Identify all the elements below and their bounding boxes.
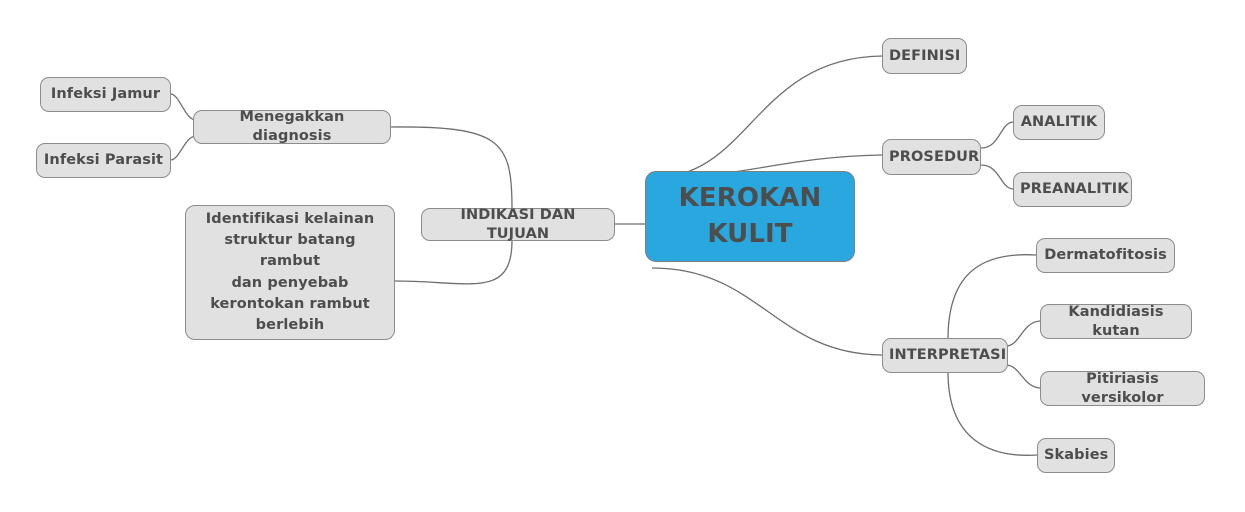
edge-interpretasi-kandidiasis	[1005, 320, 1041, 347]
node-identifikasi-kelainan-label: Identifikasi kelainan struktur batang ra…	[192, 209, 388, 335]
node-dermatofitosis[interactable]: Dermatofitosis	[1036, 238, 1175, 273]
edge-prosedur-preanalitik	[980, 164, 1014, 190]
node-prosedur-label: PROSEDUR	[889, 148, 980, 165]
node-skabies[interactable]: Skabies	[1037, 438, 1115, 473]
node-menegakkan-diagnosis[interactable]: Menegakkan diagnosis	[193, 109, 391, 144]
edge-center-definisi	[651, 55, 883, 179]
node-identifikasi-line-2: struktur batang rambut	[224, 232, 356, 270]
edge-interpretasi-pitiriasis	[1005, 364, 1041, 389]
center-node-label: KEROKAN KULIT	[678, 183, 822, 249]
node-identifikasi-line-5: berlebih	[255, 316, 325, 333]
node-analitik[interactable]: ANALITIK	[1013, 105, 1105, 140]
node-identifikasi-kelainan[interactable]: Identifikasi kelainan struktur batang ra…	[185, 205, 395, 340]
node-preanalitik-label: PREANALITIK	[1020, 181, 1129, 198]
edge-interpretasi-skabies	[947, 371, 1038, 456]
node-identifikasi-line-3: dan penyebab	[231, 274, 349, 291]
edge-prosedur-analitik	[980, 121, 1014, 149]
node-infeksi-parasit-label: Infeksi Parasit	[43, 152, 164, 169]
edge-center-interpretasi	[651, 267, 883, 356]
edge-indikasi-menegakkan	[390, 126, 513, 209]
node-infeksi-jamur[interactable]: Infeksi Jamur	[40, 77, 171, 112]
node-infeksi-parasit[interactable]: Infeksi Parasit	[36, 143, 171, 178]
edge-menegakkan-infeksi-parasit	[170, 135, 197, 161]
node-pitiriasis-versikolor[interactable]: Pitiriasis versikolor	[1040, 371, 1205, 406]
node-pitiriasis-versikolor-label: Pitiriasis versikolor	[1081, 370, 1164, 406]
node-identifikasi-line-4: kerontokan rambut	[210, 295, 370, 312]
node-definisi-label: DEFINISI	[889, 47, 961, 64]
node-kandidiasis-kutan[interactable]: Kandidiasis kutan	[1040, 304, 1192, 339]
node-dermatofitosis-label: Dermatofitosis	[1044, 247, 1167, 264]
node-identifikasi-line-1: Identifikasi kelainan	[205, 211, 375, 228]
center-node-kerokan-kulit[interactable]: KEROKAN KULIT	[645, 171, 855, 262]
node-definisi[interactable]: DEFINISI	[882, 38, 967, 74]
edge-indikasi-identifikasi	[394, 239, 513, 285]
node-skabies-label: Skabies	[1044, 447, 1109, 464]
edge-interpretasi-dermatofitosis	[947, 254, 1037, 340]
node-analitik-label: ANALITIK	[1020, 114, 1098, 131]
node-prosedur[interactable]: PROSEDUR	[882, 139, 981, 175]
node-indikasi-dan-tujuan-label: INDIKASI DAN TUJUAN	[460, 206, 576, 242]
node-infeksi-jamur-label: Infeksi Jamur	[50, 86, 161, 103]
node-interpretasi[interactable]: INTERPRETASI	[882, 338, 1008, 373]
node-menegakkan-diagnosis-label: Menegakkan diagnosis	[239, 109, 345, 144]
node-preanalitik[interactable]: PREANALITIK	[1013, 172, 1132, 207]
node-kandidiasis-kutan-label: Kandidiasis kutan	[1068, 303, 1164, 339]
node-interpretasi-label: INTERPRETASI	[889, 347, 1007, 364]
node-indikasi-dan-tujuan[interactable]: INDIKASI DAN TUJUAN	[421, 206, 615, 242]
